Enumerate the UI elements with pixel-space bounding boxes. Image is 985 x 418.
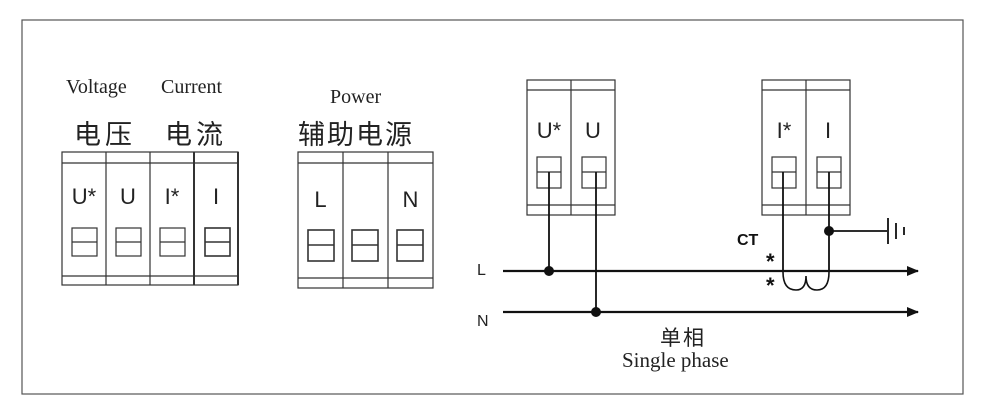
current-cn-label: 电流 xyxy=(165,120,227,150)
ct-polarity-mark-1: * xyxy=(766,249,775,274)
voltage-label: Voltage xyxy=(66,76,127,98)
wiring-label-i: I xyxy=(824,118,832,143)
junction-n xyxy=(591,307,601,317)
wiring-label-u-star: U* xyxy=(536,118,562,143)
outer-frame xyxy=(21,19,964,395)
ct-label: CT xyxy=(737,232,759,249)
ground-icon xyxy=(887,218,905,244)
phase-cn-label: 单相 xyxy=(660,327,706,350)
junction-l xyxy=(544,266,554,276)
ct-polarity-mark-2: * xyxy=(766,273,775,298)
power-label: Power xyxy=(330,86,382,108)
vc-terminal-block xyxy=(61,151,239,286)
wiring-label-i-star: I* xyxy=(776,118,792,143)
current-label: Current xyxy=(161,76,223,98)
line-n-label: N xyxy=(477,313,489,330)
ct-coil xyxy=(782,271,830,291)
terminal-label-u: U xyxy=(120,184,136,209)
voltage-cn-label: 电压 xyxy=(74,120,136,150)
terminal-label-u-star: U* xyxy=(71,184,97,209)
terminal-label-i: I xyxy=(212,184,220,209)
terminal-label-l: L xyxy=(314,187,327,212)
current-wiring-block xyxy=(761,79,851,216)
power-terminal-block xyxy=(297,151,434,289)
phase-label: Single phase xyxy=(622,348,729,372)
terminal-label-i-star: I* xyxy=(164,184,180,209)
wiring-label-u: U xyxy=(585,118,601,143)
terminal-label-n: N xyxy=(402,187,419,212)
line-l-label: L xyxy=(477,262,486,279)
power-cn-label: 辅助电源 xyxy=(298,120,414,150)
voltage-wiring-block xyxy=(526,79,616,216)
